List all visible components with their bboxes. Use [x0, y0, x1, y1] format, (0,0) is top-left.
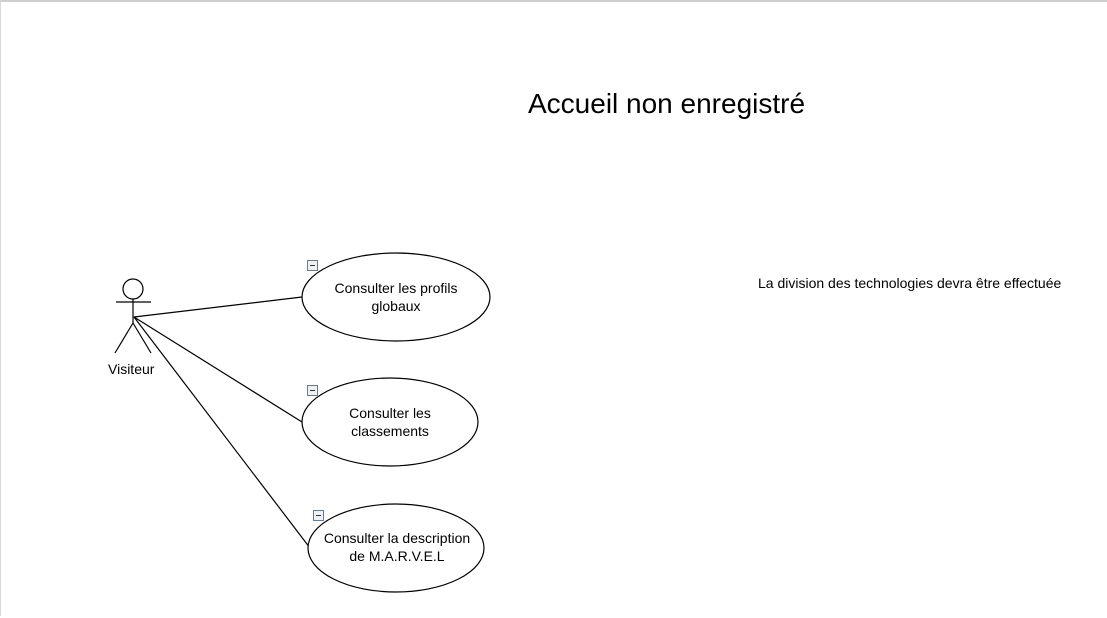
use-case-description-line1: Consulter la description [323, 530, 471, 546]
use-case-ellipse-profils[interactable] [301, 252, 491, 342]
use-case-profils-line1: Consulter les profils [334, 280, 458, 296]
diagram-title: Accueil non enregistré [528, 88, 806, 119]
association-line-profils[interactable] [133, 296, 303, 318]
use-case-ellipse-classements[interactable] [301, 377, 479, 467]
actor-label: Visiteur [108, 361, 155, 377]
use-case-description-label: Consulter la description de M.A.R.V.E.L [307, 529, 487, 565]
collapse-minus-icon[interactable] [313, 510, 324, 521]
use-case-profils-line2: globaux [371, 298, 421, 314]
association-line-description[interactable] [133, 316, 311, 549]
collapse-minus-icon[interactable] [307, 260, 318, 271]
use-case-classements-label: Consulter les classements [305, 404, 475, 440]
use-case-classements-line1: Consulter les [349, 405, 431, 421]
actor-stick-figure-icon[interactable] [114, 278, 152, 354]
use-case-description-line2: de M.A.R.V.E.L [349, 548, 445, 564]
collapse-minus-icon[interactable] [307, 385, 318, 396]
use-case-profils-label: Consulter les profils globaux [306, 279, 486, 315]
use-case-classements-line2: classements [351, 423, 429, 439]
use-case-ellipse-description[interactable] [307, 503, 485, 593]
association-line-classements[interactable] [133, 316, 303, 423]
diagram-note: La division des technologies devra être … [758, 275, 1062, 291]
